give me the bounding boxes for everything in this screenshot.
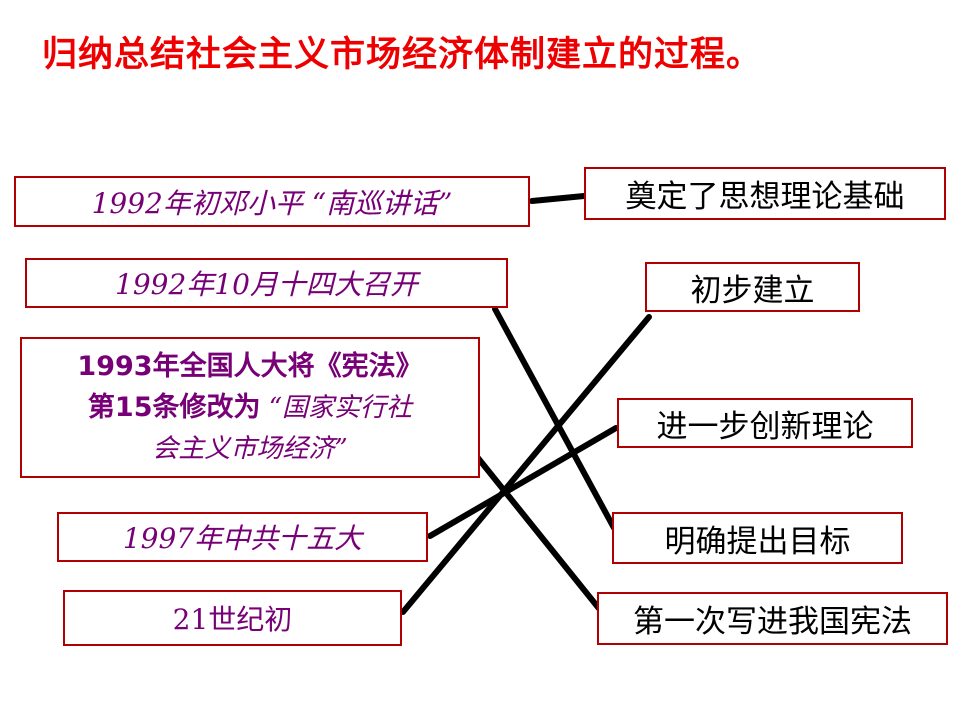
connection-line xyxy=(529,193,587,204)
outcome-label-further-innovation: 进一步创新理论 xyxy=(656,408,874,445)
event-label-1997-congress: 1997年中共十五大 xyxy=(122,522,363,555)
outcome-label-theory-foundation: 奠定了思想理论基础 xyxy=(625,179,905,215)
event-1993-line3: 会主义市场经济” xyxy=(152,434,348,465)
event-1993-line2: 第15条修改为 “国家实行社 xyxy=(87,392,413,424)
outcome-label-clear-goal: 明确提出目标 xyxy=(664,523,851,560)
event-box-1997-congress: 1997年中共十五大 xyxy=(57,512,428,562)
event-box-1992-speech: 1992年初邓小平 “南巡讲话” xyxy=(14,176,530,227)
connection-line xyxy=(492,306,617,531)
event-box-21st-century: 21世纪初 xyxy=(63,590,402,646)
outcome-label-initially-established: 初步建立 xyxy=(690,272,815,309)
outcome-label-written-into-constitution: 第一次写进我国宪法 xyxy=(633,604,912,640)
outcome-box-clear-goal: 明确提出目标 xyxy=(612,512,903,564)
event-label-1993-constitution: 1993年全国人大将《宪法》 第15条修改为 “国家实行社 会主义市场经济” xyxy=(77,346,422,470)
outcome-box-initially-established: 初步建立 xyxy=(645,262,860,312)
connection-line xyxy=(475,455,604,614)
event-1993-line1: 1993年全国人大将《宪法》 xyxy=(77,350,423,382)
event-label-21st-century: 21世纪初 xyxy=(172,603,293,636)
event-label-1992-speech: 1992年初邓小平 “南巡讲话” xyxy=(91,186,453,220)
outcome-box-written-into-constitution: 第一次写进我国宪法 xyxy=(597,592,948,645)
event-label-1992-congress: 1992年10月十四大召开 xyxy=(115,268,418,301)
event-box-1993-constitution: 1993年全国人大将《宪法》 第15条修改为 “国家实行社 会主义市场经济” xyxy=(20,337,480,478)
page-title: 归纳总结社会主义市场经济体制建立的过程。 xyxy=(42,34,763,75)
outcome-box-further-innovation: 进一步创新理论 xyxy=(617,398,913,448)
outcome-box-theory-foundation: 奠定了思想理论基础 xyxy=(584,167,946,220)
event-box-1992-congress: 1992年10月十四大召开 xyxy=(25,258,508,308)
